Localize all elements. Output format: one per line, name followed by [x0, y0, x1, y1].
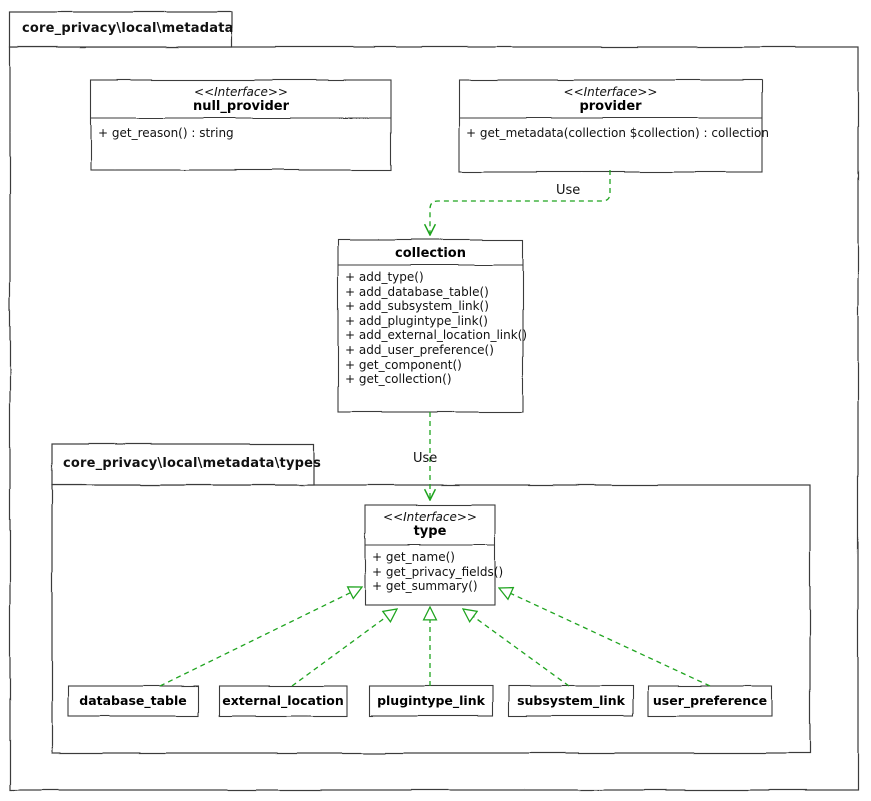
- collection-method: + add_database_table(): [345, 284, 489, 299]
- outer-package-label: core_privacy\local\metadata: [22, 21, 234, 36]
- inner-package-label: core_privacy\local\metadata\types: [63, 456, 322, 471]
- collection-method: + add_external_location_link(): [345, 328, 528, 343]
- use-label-collection-type: Use: [413, 451, 438, 466]
- type-method: + get_summary(): [372, 579, 478, 594]
- plugintype-link-name: plugintype_link: [377, 693, 485, 708]
- edge-provider-use-collection: [430, 170, 611, 235]
- collection-method: + add_plugintype_link(): [345, 313, 488, 328]
- type-name: type: [413, 524, 447, 539]
- edge-user-preference-realizes-type: [499, 588, 711, 687]
- null-provider-method: + get_reason() : string: [98, 126, 234, 140]
- use-label-provider-collection: Use: [556, 183, 581, 198]
- database-table-name: database_table: [79, 693, 187, 708]
- type-box: [364, 504, 496, 606]
- provider-name: provider: [579, 99, 642, 114]
- collection-name: collection: [395, 246, 466, 261]
- subsystem-link-box: [508, 685, 634, 717]
- collection-method: + get_component(): [345, 357, 462, 372]
- provider-stereotype: <<Interface>>: [563, 85, 658, 99]
- collection-method: + add_subsystem_link(): [345, 299, 489, 314]
- edge-external-location-realizes-type: [291, 609, 397, 687]
- user-preference-name: user_preference: [652, 693, 768, 708]
- collection-method: + add_user_preference(): [345, 342, 494, 357]
- edge-subsystem-link-realizes-type: [463, 609, 570, 687]
- null-provider-name: null_provider: [192, 99, 290, 114]
- type-stereotype: <<Interface>>: [383, 510, 477, 524]
- inner-package-tab: [51, 443, 315, 486]
- external-location-box: [218, 685, 348, 717]
- null-provider-stereotype: <<Interface>>: [194, 85, 288, 99]
- plugintype-link-box: [368, 685, 494, 717]
- null-provider-box: [90, 79, 392, 171]
- outer-package-tab: [9, 11, 233, 48]
- collection-method: + get_collection(): [345, 372, 452, 387]
- type-method: + get_privacy_fields(): [372, 564, 504, 579]
- subsystem-link-name: subsystem_link: [517, 693, 625, 708]
- database-table-box: [67, 685, 199, 717]
- collection-box: [337, 239, 524, 413]
- collection-method-list: + add_type() + add_database_table() + ad…: [345, 270, 527, 387]
- provider-method: + get_metadata(collection $collection) :…: [466, 126, 769, 140]
- type-method: + get_name(): [372, 550, 455, 564]
- external-location-name: external_location: [222, 693, 344, 708]
- type-method-list: + get_name() + get_privacy_fields() + ge…: [372, 550, 503, 594]
- provider-box: [458, 79, 763, 173]
- edge-database-table-realizes-type: [159, 587, 362, 687]
- user-preference-box: [647, 685, 773, 717]
- collection-method: + add_type(): [345, 270, 424, 284]
